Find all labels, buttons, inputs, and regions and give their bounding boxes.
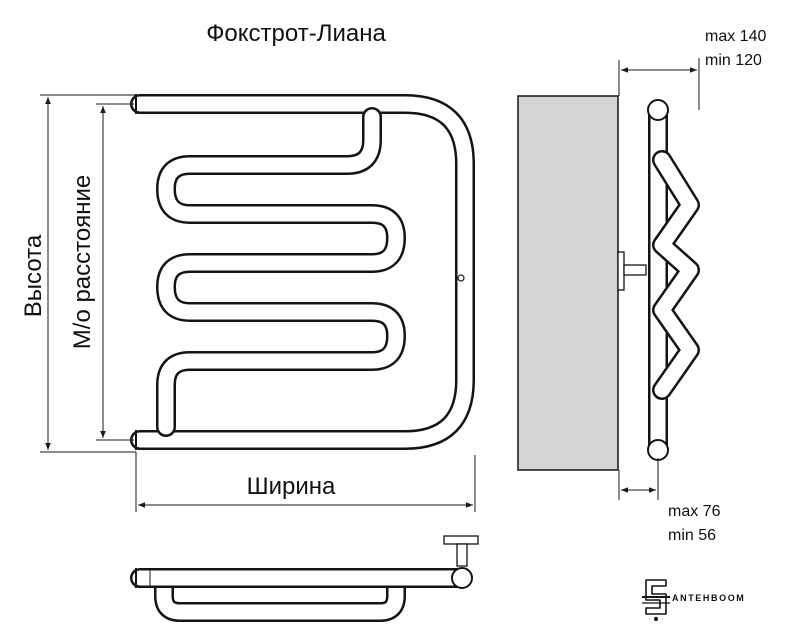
brand-name: ANTEHBOOM	[672, 593, 746, 603]
front-view	[130, 94, 475, 450]
wall-offset-max: max 140	[705, 28, 766, 45]
center-distance-label: М/о расстояние	[69, 175, 96, 349]
wall-offset-dimension	[618, 58, 700, 110]
brand-logo: ANTEHBOOM	[640, 578, 770, 622]
brand-logo-icon	[642, 579, 670, 621]
bottom-view	[130, 535, 479, 622]
width-label: Ширина	[247, 473, 336, 500]
height-label: Высота	[20, 234, 47, 317]
depth-min: min 56	[668, 527, 716, 544]
wall-offset-min: min 120	[705, 52, 762, 69]
height-dimension	[40, 94, 136, 453]
wall-block	[517, 95, 619, 471]
diagram-title: Фокстрот-Лиана	[206, 20, 386, 47]
center-distance-dimension	[96, 103, 134, 441]
depth-max: max 76	[668, 503, 721, 520]
side-view	[517, 95, 700, 471]
width-dimension	[135, 452, 476, 512]
depth-dimension	[618, 458, 659, 500]
